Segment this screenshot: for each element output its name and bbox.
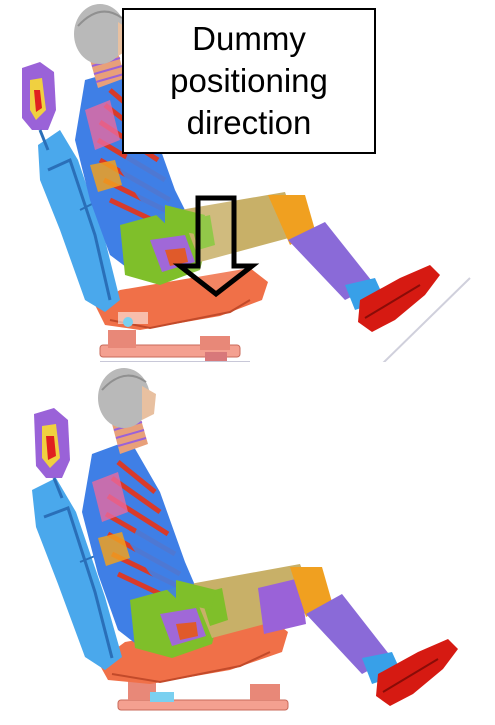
dummy-positioning-direction-label: Dummy positioning direction (122, 8, 376, 154)
seat-cushion (95, 268, 268, 330)
panel-after-positioning (0, 362, 495, 724)
seat-base (100, 330, 250, 362)
dummy-head (98, 368, 156, 428)
dummy-shoe (376, 639, 458, 706)
dummy-shoe (358, 265, 440, 332)
dummy-seat-illustration-bottom (0, 362, 495, 724)
seat-base (118, 680, 288, 710)
label-line-2: positioning (170, 60, 328, 102)
label-line-1: Dummy (192, 18, 306, 60)
label-line-3: direction (187, 102, 312, 144)
panel-before-positioning: Dummy positioning direction (0, 0, 495, 362)
